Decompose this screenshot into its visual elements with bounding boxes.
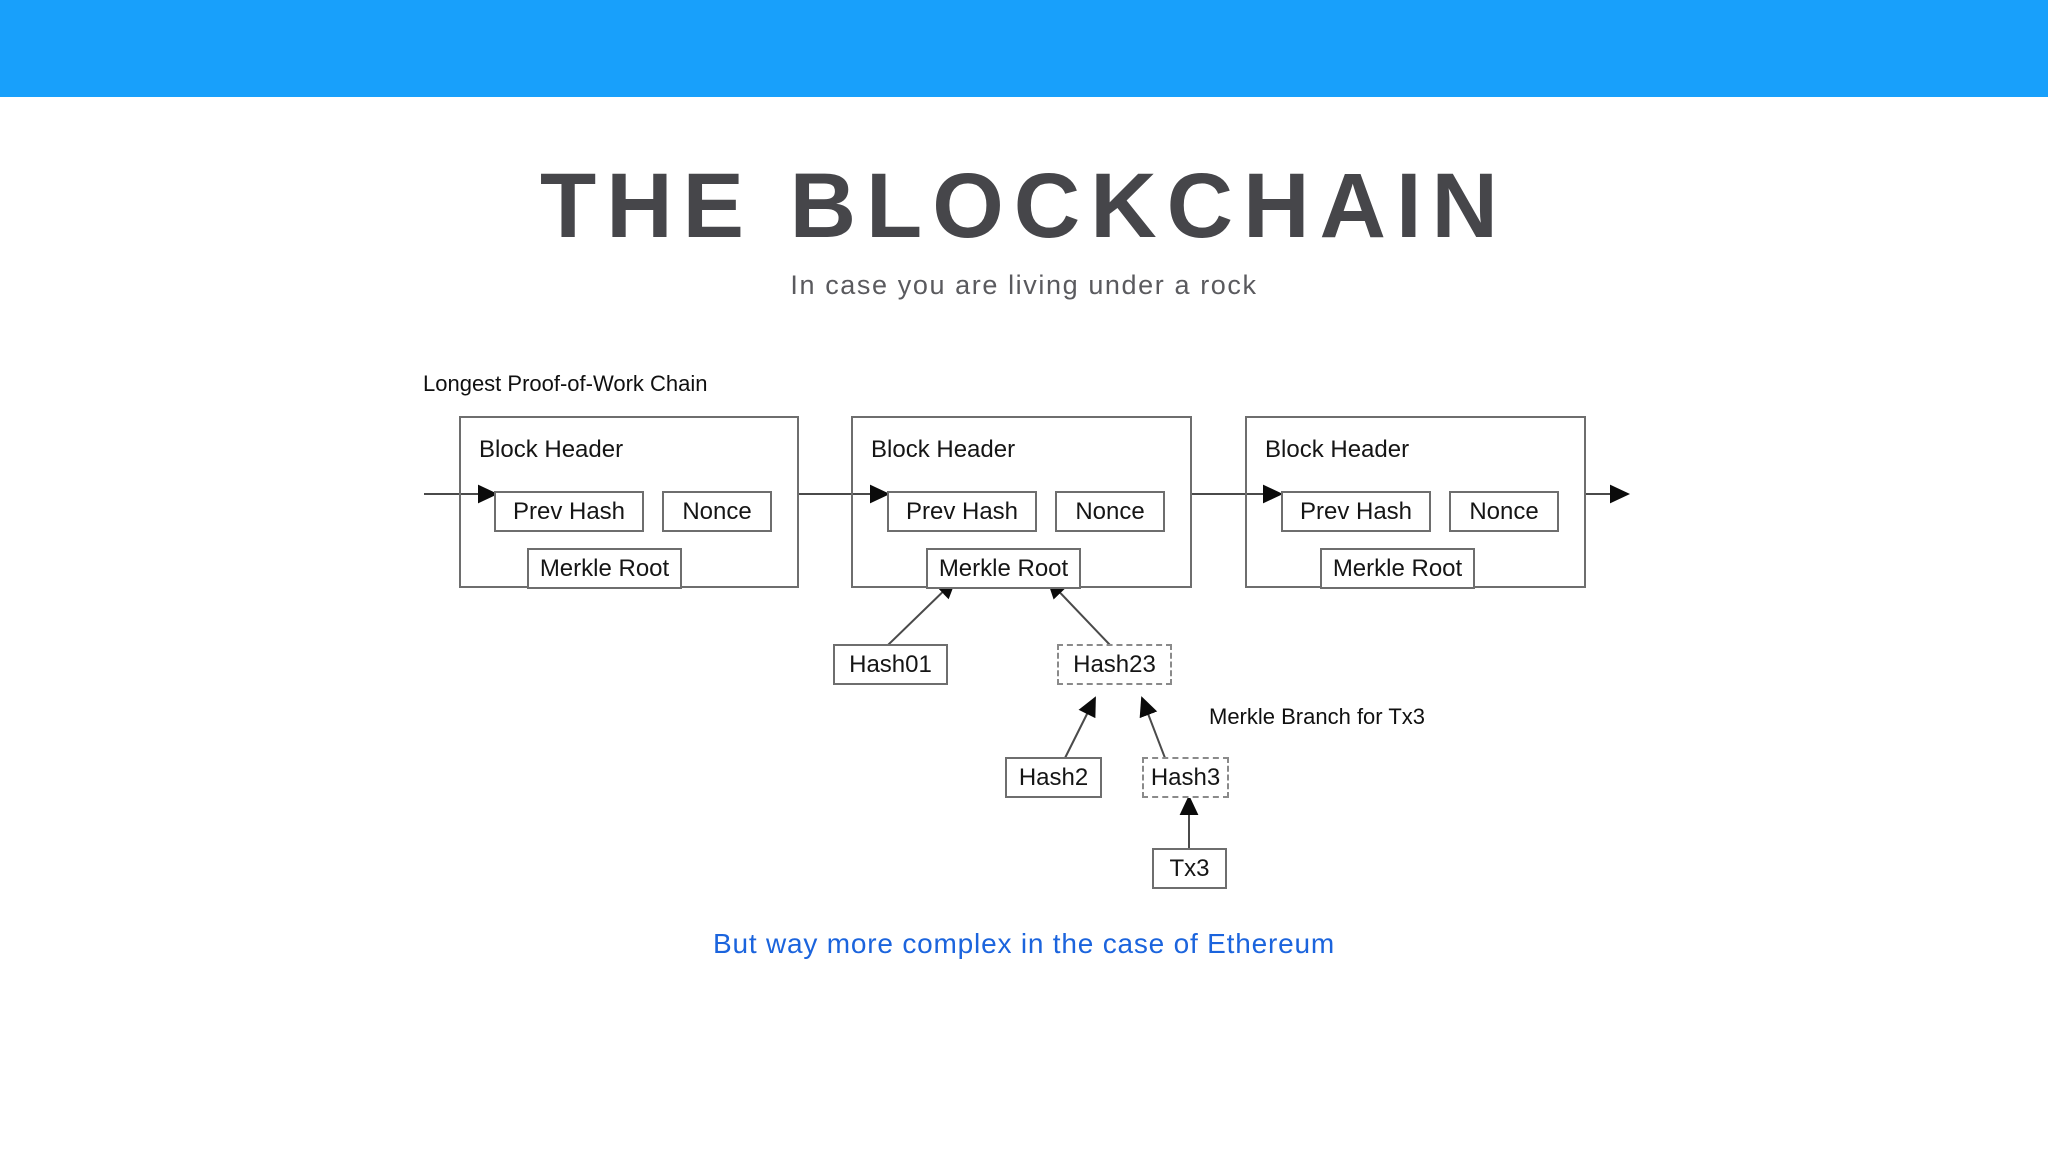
merkle-node-tx3: Tx3 [1152, 848, 1227, 889]
block-1-prev-hash: Prev Hash [494, 491, 644, 532]
diagram-caption: Longest Proof-of-Work Chain [423, 371, 708, 396]
edge-hash01-merkleroot [887, 578, 957, 646]
block-2-nonce: Nonce [1055, 491, 1165, 532]
merkle-node-hash01: Hash01 [833, 644, 948, 685]
block-2-merkle-root: Merkle Root [926, 548, 1081, 589]
edge-hash23-merkleroot [1046, 578, 1111, 646]
merkle-node-hash2: Hash2 [1005, 757, 1102, 798]
block-2: Block Header Prev Hash Nonce Merkle Root [851, 416, 1192, 589]
block-1-merkle-root: Merkle Root [527, 548, 682, 589]
edge-hash2-hash23 [1064, 696, 1096, 759]
block-2-header-label: Block Header [871, 436, 1016, 463]
block-1: Block Header Prev Hash Nonce Merkle Root [459, 416, 799, 589]
top-accent-bar [0, 0, 2048, 97]
merkle-node-hash3: Hash3 [1142, 757, 1229, 798]
block-1-nonce: Nonce [662, 491, 772, 532]
page-subtitle: In case you are living under a rock [790, 270, 1258, 300]
block-3-nonce: Nonce [1449, 491, 1559, 532]
merkle-branch-label: Merkle Branch for Tx3 [1209, 704, 1426, 729]
block-3-prev-hash: Prev Hash [1281, 491, 1431, 532]
block-1-header-label: Block Header [479, 436, 624, 463]
footer-note: But way more complex in the case of Ethe… [713, 928, 1335, 959]
block-3-header-label: Block Header [1265, 436, 1410, 463]
block-2-prev-hash: Prev Hash [887, 491, 1037, 532]
page-title: THE BLOCKCHAIN [540, 155, 1508, 257]
block-3-merkle-root: Merkle Root [1320, 548, 1475, 589]
merkle-node-hash23: Hash23 [1057, 644, 1172, 685]
edge-hash3-hash23 [1139, 696, 1166, 759]
block-3: Block Header Prev Hash Nonce Merkle Root [1245, 416, 1586, 589]
